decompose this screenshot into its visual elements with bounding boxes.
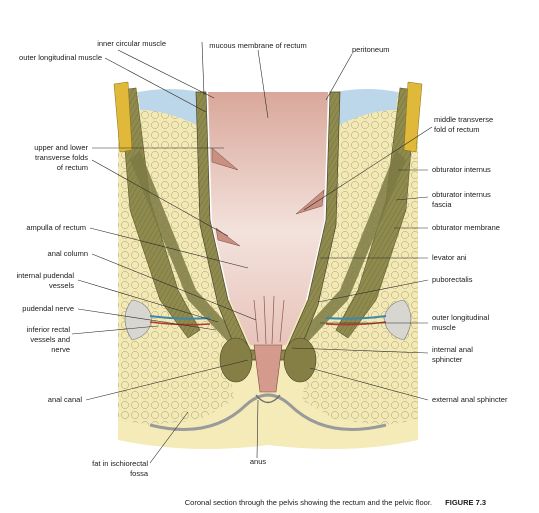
- label-ampulla: ampulla of rectum: [26, 223, 86, 232]
- label-inferior-rectal-2: vessels and: [30, 335, 70, 344]
- label-outer-long-2: muscle: [432, 323, 456, 332]
- label-inferior-rectal-3: nerve: [51, 345, 70, 354]
- label-puborectalis: puborectalis: [432, 275, 473, 284]
- label-inferior-rectal-1: inferior rectal: [27, 325, 71, 334]
- label-upper-lower-folds-1: upper and lower: [34, 143, 88, 152]
- label-external-sphincter: external anal sphincter: [432, 395, 508, 404]
- label-anal-canal: anal canal: [48, 395, 83, 404]
- label-fat-fossa-2: fossa: [130, 469, 149, 478]
- label-middle-fold-1: middle transverse: [434, 115, 493, 124]
- figure-number: FIGURE 7.3: [445, 498, 486, 507]
- label-internal-pudendal-2: vessels: [49, 281, 74, 290]
- label-middle-fold-2: fold of rectum: [434, 125, 479, 134]
- figure-caption-text: Coronal section through the pelvis showi…: [185, 498, 432, 507]
- label-anus: anus: [250, 457, 267, 466]
- label-upper-lower-folds-2: transverse folds: [35, 153, 88, 162]
- label-peritoneum: peritoneum: [352, 45, 390, 54]
- label-obturator-membrane: obturator membrane: [432, 223, 500, 232]
- label-obturator-internus: obturator internus: [432, 165, 491, 174]
- label-obturator-fascia-2: fascia: [432, 200, 452, 209]
- label-inner-circular-muscle: inner circular muscle: [97, 39, 166, 48]
- labels-bottom: anus: [250, 457, 267, 466]
- label-pudendal-nerve: pudendal nerve: [22, 304, 74, 313]
- anatomy-body: [114, 82, 422, 449]
- label-fat-fossa-1: fat in ischiorectal: [92, 459, 148, 468]
- label-levator-ani: levator ani: [432, 253, 467, 262]
- label-obturator-fascia-1: obturator internus: [432, 190, 491, 199]
- labels-top: mucous membrane of rectum peritoneum: [209, 41, 389, 54]
- figure-caption: FIGURE 7.3 Coronal section through the p…: [185, 498, 486, 507]
- label-outer-long-1: outer longitudinal: [432, 313, 489, 322]
- right-external-sphincter: [284, 338, 316, 382]
- label-anal-column: anal column: [48, 249, 88, 258]
- label-internal-pudendal-1: internal pudendal: [16, 271, 74, 280]
- label-outer-longitudinal-muscle: outer longitudinal muscle: [19, 53, 102, 62]
- labels-right: middle transverse fold of rectum obturat…: [432, 115, 508, 404]
- label-upper-lower-folds-3: of rectum: [57, 163, 88, 172]
- label-internal-sphincter-2: sphincter: [432, 355, 463, 364]
- label-mucous-membrane: mucous membrane of rectum: [209, 41, 307, 50]
- label-internal-sphincter-1: internal anal: [432, 345, 473, 354]
